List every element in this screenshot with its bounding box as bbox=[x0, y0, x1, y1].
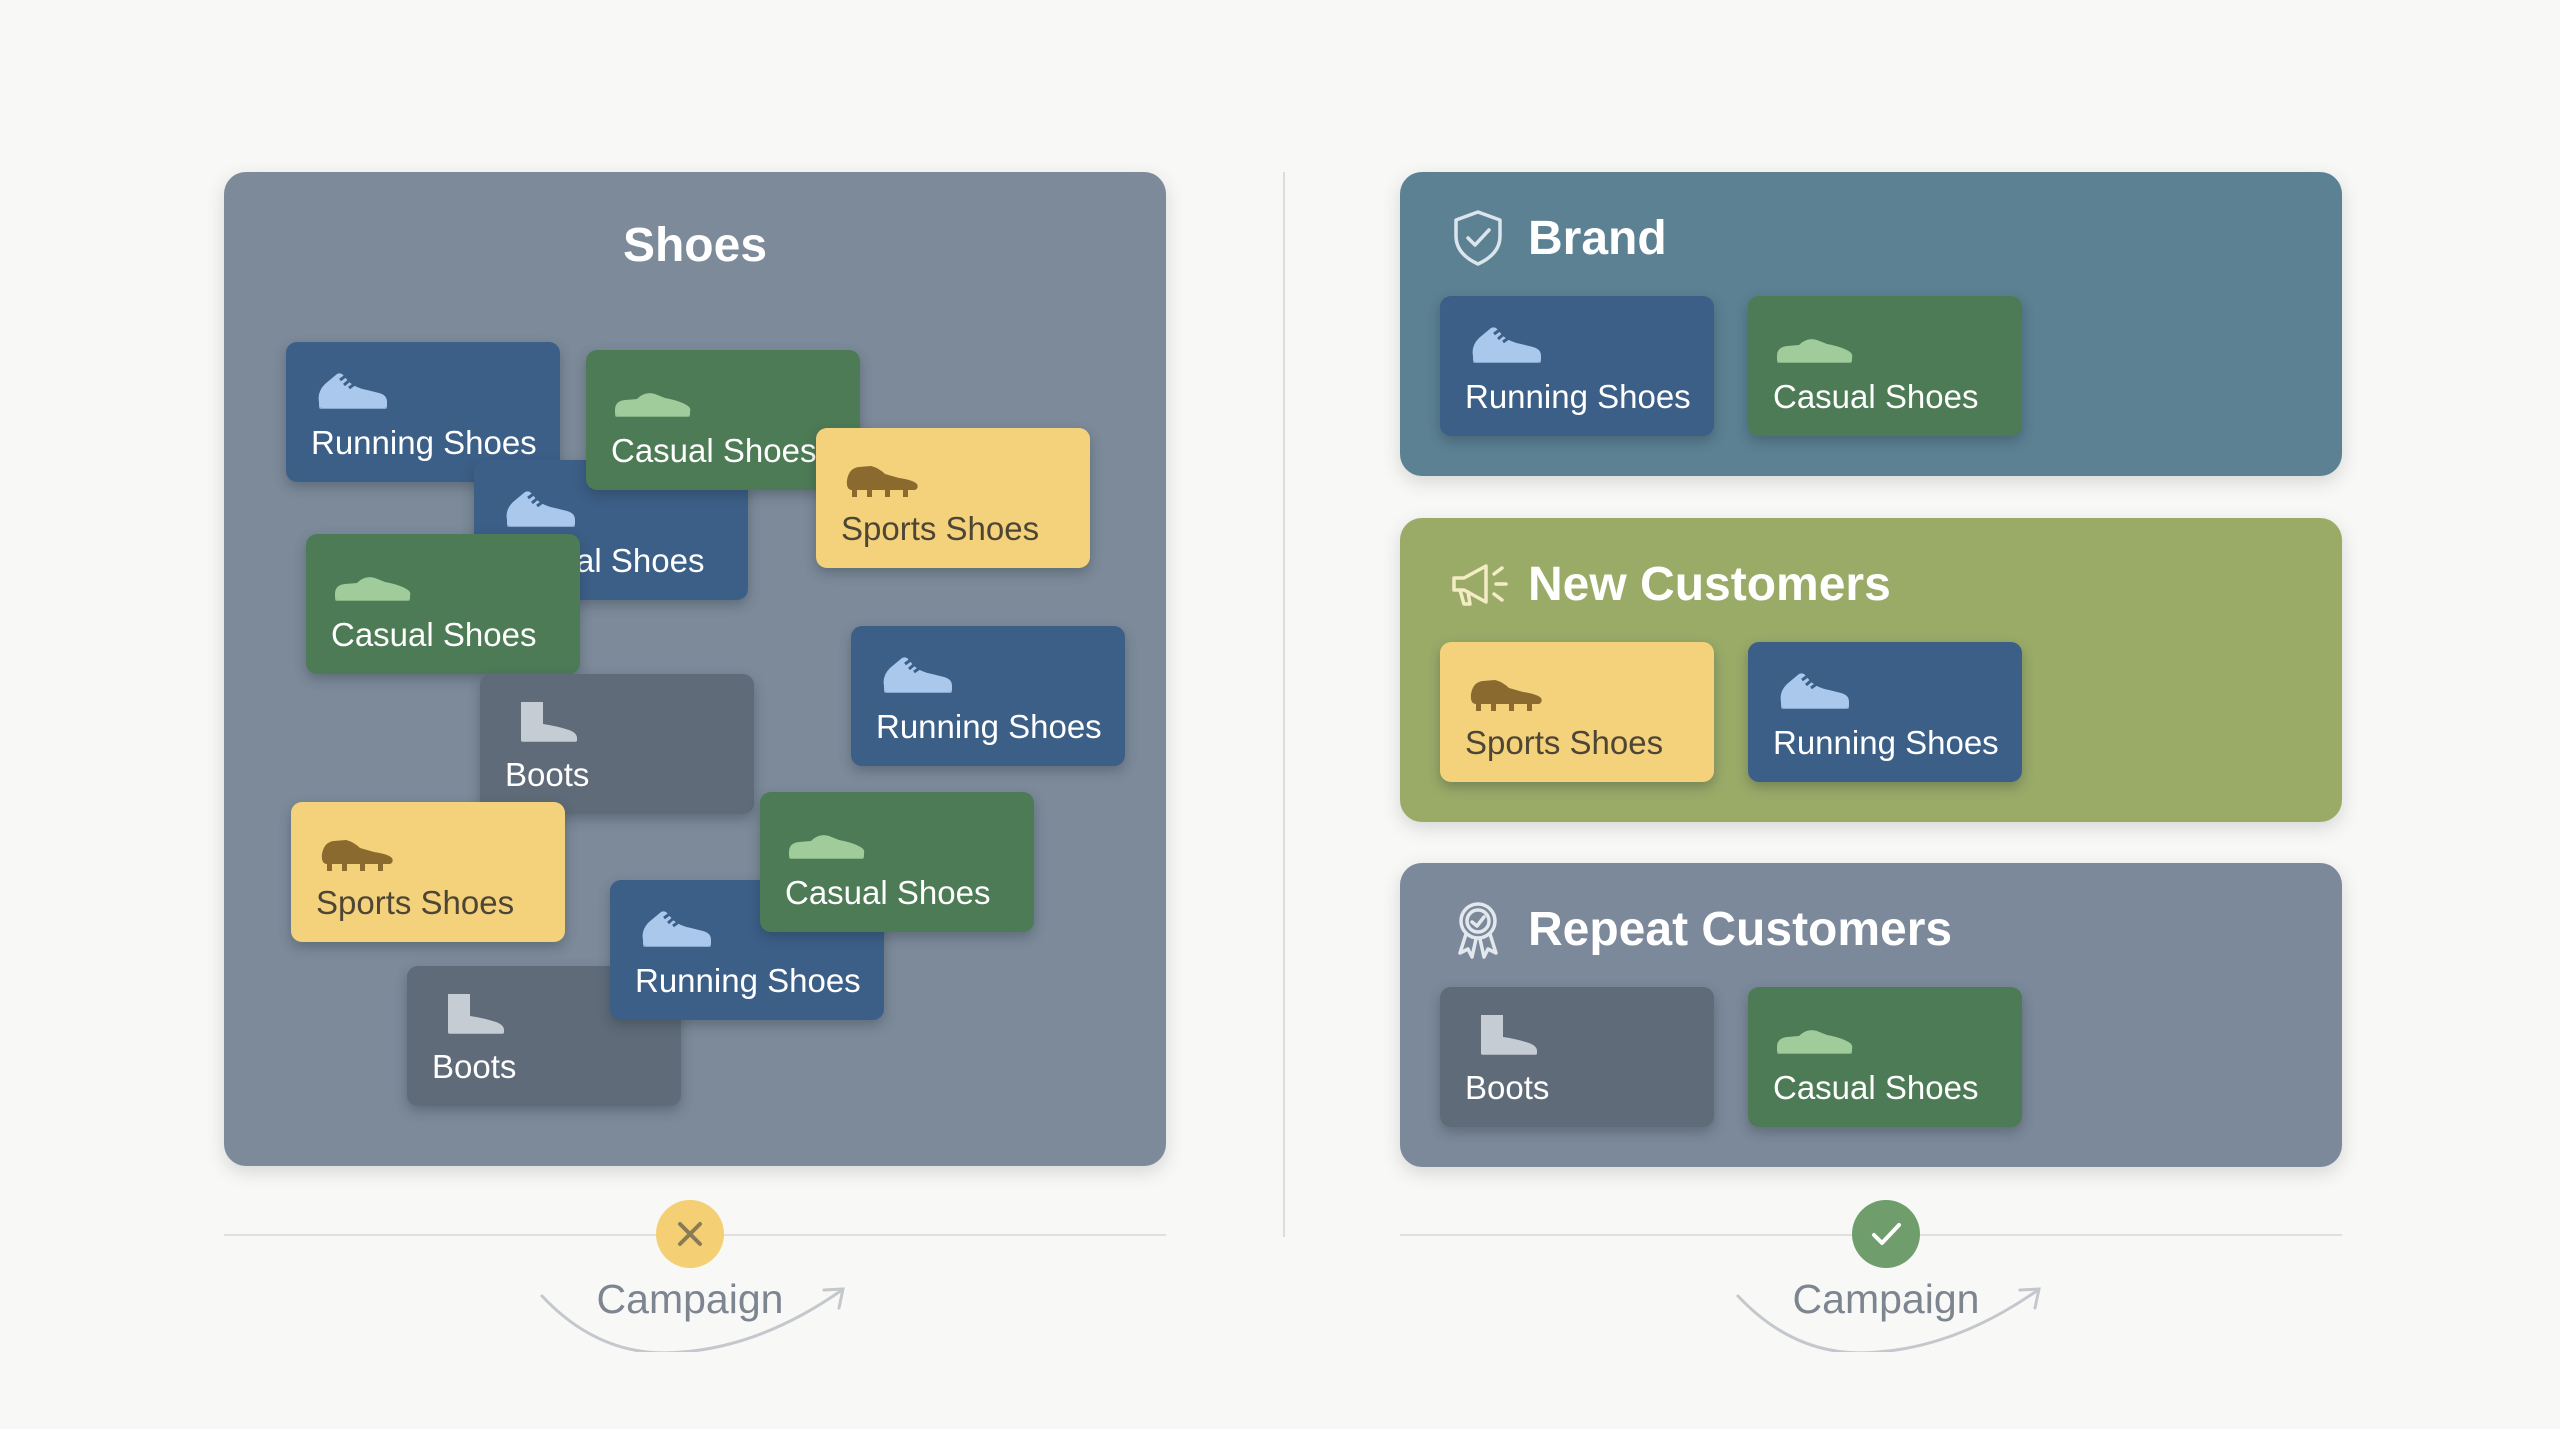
chip-label: Casual Shoes bbox=[1773, 378, 1979, 415]
casual-shoe-icon bbox=[1773, 1009, 1853, 1059]
casual-shoe-icon bbox=[1773, 318, 1853, 368]
campaign-label-left: Campaign bbox=[596, 1276, 784, 1322]
chip-boots: Boots bbox=[1440, 987, 1714, 1127]
segment-header: Brand bbox=[1446, 206, 1667, 270]
chip-casual-shoes: Casual Shoes bbox=[586, 350, 860, 490]
segment-brand: Brand Running Shoes Casual Shoes bbox=[1400, 172, 2342, 476]
running-shoe-icon bbox=[499, 482, 579, 532]
chip-label: Boots bbox=[1465, 1069, 1550, 1106]
segment-new-customers: New Customers Sports Shoes Running Shoes bbox=[1400, 518, 2342, 822]
segment-title: New Customers bbox=[1528, 557, 1891, 611]
chip-casual-shoes: Casual Shoes bbox=[1748, 987, 2022, 1127]
chip-boots: Boots bbox=[480, 674, 754, 814]
chip-label: Casual Shoes bbox=[611, 432, 817, 469]
divider bbox=[1283, 172, 1285, 1237]
chip-casual-shoes: Casual Shoes bbox=[1748, 296, 2022, 436]
boot-icon bbox=[505, 696, 585, 746]
x-badge bbox=[656, 1200, 724, 1268]
running-shoe-icon bbox=[1773, 664, 1853, 714]
casual-shoe-icon bbox=[785, 814, 865, 864]
curved-arrow-icon bbox=[1736, 1287, 2041, 1352]
megaphone-icon bbox=[1452, 564, 1508, 606]
chip-sports-shoes: Sports Shoes bbox=[816, 428, 1090, 568]
chip-label: Casual Shoes bbox=[331, 616, 537, 653]
segment-repeat-customers: Repeat Customers Boots Casual Shoes bbox=[1400, 863, 2342, 1167]
boot-icon bbox=[432, 988, 512, 1038]
segment-header: New Customers bbox=[1446, 552, 1891, 616]
running-shoe-icon bbox=[1465, 318, 1545, 368]
chip-running-shoes: Running Shoes bbox=[1748, 642, 2022, 782]
check-badge bbox=[1852, 1200, 1920, 1268]
shoes-title: Shoes bbox=[622, 219, 768, 272]
check-icon bbox=[1872, 1223, 1901, 1245]
chip-sports-shoes: Sports Shoes bbox=[291, 802, 565, 942]
casual-shoe-icon bbox=[331, 556, 411, 606]
shoes-panel: Shoes Running Shoes Casual Shoes Casual … bbox=[224, 172, 1166, 1166]
chip-label: Running Shoes bbox=[635, 962, 861, 999]
chip-label: Sports Shoes bbox=[841, 510, 1040, 547]
chip-label: Running Shoes bbox=[311, 424, 537, 461]
chip-label: Running Shoes bbox=[1773, 724, 1999, 761]
casual-shoe-icon bbox=[611, 372, 691, 422]
curved-arrow-icon bbox=[540, 1287, 845, 1352]
chip-label: Boots bbox=[432, 1048, 517, 1085]
chip-label: Sports Shoes bbox=[1465, 724, 1664, 761]
chip-running-shoes: Running Shoes bbox=[286, 342, 560, 482]
segment-title: Brand bbox=[1528, 211, 1667, 265]
running-shoe-icon bbox=[635, 902, 715, 952]
sports-shoe-icon bbox=[316, 824, 396, 874]
award-badge-icon bbox=[1458, 902, 1498, 959]
chip-running-shoes: Running Shoes bbox=[1440, 296, 1714, 436]
segment-title: Repeat Customers bbox=[1528, 902, 1953, 956]
sports-shoe-icon bbox=[1465, 664, 1545, 714]
chip-casual-shoes: Casual Shoes bbox=[760, 792, 1034, 932]
segment-header: Repeat Customers bbox=[1446, 897, 1952, 961]
chip-casual-shoes: Casual Shoes bbox=[306, 534, 580, 674]
shield-check-icon bbox=[1454, 210, 1502, 266]
campaign-label-right: Campaign bbox=[1792, 1276, 1980, 1322]
running-shoe-icon bbox=[311, 364, 391, 414]
chip-label: Running Shoes bbox=[876, 708, 1102, 745]
chip-running-shoes: Running Shoes bbox=[851, 626, 1125, 766]
boot-icon bbox=[1465, 1009, 1545, 1059]
running-shoe-icon bbox=[876, 648, 956, 698]
chip-label: Casual Shoes bbox=[1773, 1069, 1979, 1106]
chip-label: Sports Shoes bbox=[316, 884, 515, 921]
chip-label: Boots bbox=[505, 756, 590, 793]
x-icon bbox=[678, 1222, 702, 1246]
sports-shoe-icon bbox=[841, 450, 921, 500]
chip-label: Running Shoes bbox=[1465, 378, 1691, 415]
chip-label: Casual Shoes bbox=[785, 874, 991, 911]
chip-sports-shoes: Sports Shoes bbox=[1440, 642, 1714, 782]
